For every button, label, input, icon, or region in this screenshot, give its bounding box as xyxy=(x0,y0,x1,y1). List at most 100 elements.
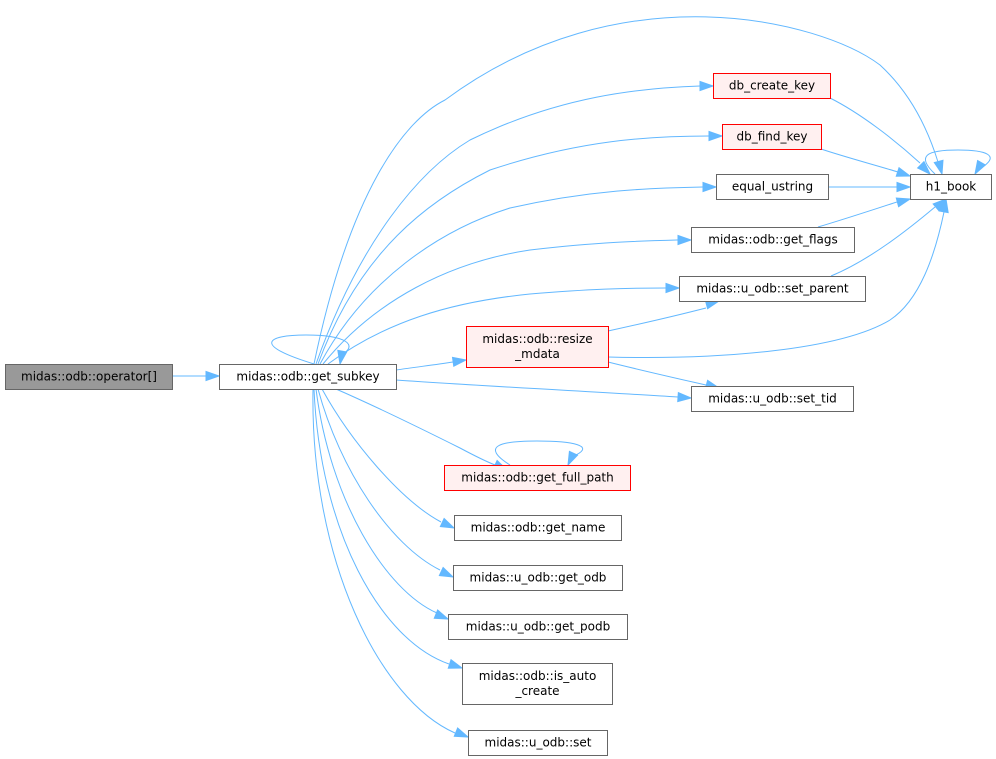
edge-get_full_path-to-get_full_path xyxy=(495,440,584,467)
edge-line xyxy=(395,379,679,398)
node-get-full-path[interactable]: midas::odb::get_full_path xyxy=(444,465,631,491)
edge-line xyxy=(315,388,438,614)
node-set-parent[interactable]: midas::u_odb::set_parent xyxy=(679,276,866,302)
node-set[interactable]: midas::u_odb::set xyxy=(468,730,608,756)
node-get-subkey[interactable]: midas::odb::get_subkey xyxy=(219,364,397,390)
edge-get_subkey-to-get_full_path xyxy=(335,388,509,471)
edge-line xyxy=(317,135,710,365)
node-box xyxy=(454,515,622,541)
arrowhead xyxy=(895,197,912,208)
edge-line xyxy=(495,440,584,466)
arrowhead xyxy=(439,517,456,529)
edge-line xyxy=(271,334,350,365)
arrowhead xyxy=(699,80,715,92)
edge-get_flags-to-h1_book xyxy=(817,197,912,228)
edge-line xyxy=(829,97,921,164)
edge-get_subkey-to-resize_mdata xyxy=(395,356,468,371)
node-box xyxy=(453,565,623,591)
node-label: midas::odb::get_subkey xyxy=(236,370,379,384)
edge-get_subkey-to-get_odb xyxy=(317,388,455,578)
node-label: midas::u_odb::set xyxy=(485,736,592,750)
arrowhead xyxy=(205,370,221,382)
node-box xyxy=(716,174,829,200)
edge-get_subkey-to-set xyxy=(312,388,470,738)
arrowhead xyxy=(896,181,912,193)
arrowhead xyxy=(337,349,348,366)
node-box xyxy=(691,386,854,412)
node-box xyxy=(713,73,831,99)
node-box xyxy=(722,124,822,150)
node-box xyxy=(691,227,855,253)
node-label: _create xyxy=(514,684,559,698)
node-label: h1_book xyxy=(926,180,977,194)
edge-get_subkey-to-set_tid xyxy=(395,379,693,403)
edge-resize_mdata-to-h1_book xyxy=(607,197,949,359)
edge-line xyxy=(335,388,496,466)
edge-line xyxy=(924,149,991,175)
node-label: midas::odb::get_full_path xyxy=(461,471,613,485)
node-box xyxy=(448,614,628,640)
edge-line xyxy=(395,361,454,371)
edge-get_subkey-to-get_flags xyxy=(322,234,693,365)
edge-line xyxy=(315,85,701,365)
node-get-flags[interactable]: midas::odb::get_flags xyxy=(691,227,855,253)
node-operator[interactable]: midas::odb::operator[] xyxy=(5,364,173,390)
edge-db_create_key-to-h1_book xyxy=(829,97,932,176)
node-get-odb[interactable]: midas::u_odb::get_odb xyxy=(453,565,623,591)
edge-line xyxy=(830,206,936,277)
edge-line xyxy=(321,388,442,523)
node-label: midas::u_odb::get_odb xyxy=(470,571,607,585)
edge-get_subkey-to-db_create_key xyxy=(315,80,715,365)
arrowhead xyxy=(938,197,949,214)
arrowhead xyxy=(974,159,987,176)
edge-get_subkey-to-get_subkey xyxy=(271,334,350,366)
edge-get_subkey-to-h1_book xyxy=(313,16,944,365)
arrowhead xyxy=(453,727,470,738)
edge-line xyxy=(322,239,679,365)
node-db-create-key[interactable]: db_create_key xyxy=(713,73,831,99)
edge-h1_book-to-h1_book xyxy=(924,149,991,176)
node-get-podb[interactable]: midas::u_odb::get_podb xyxy=(448,614,628,640)
edge-line xyxy=(312,388,456,734)
node-label: equal_ustring xyxy=(732,180,813,194)
node-label: db_create_key xyxy=(729,79,815,93)
arrowhead xyxy=(708,130,724,142)
node-get-name[interactable]: midas::odb::get_name xyxy=(454,515,622,541)
node-box xyxy=(468,730,608,756)
arrowhead xyxy=(451,356,468,368)
node-label: midas::odb::is_auto xyxy=(479,669,597,683)
node-db-find-key[interactable]: db_find_key xyxy=(722,124,822,150)
edge-get_subkey-to-is_auto_create xyxy=(313,388,464,669)
node-label: db_find_key xyxy=(736,130,807,144)
arrowhead xyxy=(665,282,681,294)
node-label: _mdata xyxy=(514,347,560,361)
node-label: midas::odb::get_name xyxy=(471,521,606,535)
edge-get_subkey-to-get_name xyxy=(321,388,456,529)
edge-line xyxy=(313,16,939,365)
arrowhead xyxy=(677,391,693,403)
node-box xyxy=(219,364,397,390)
edge-get_subkey-to-equal_ustring xyxy=(319,181,718,365)
node-box xyxy=(462,663,613,705)
node-box xyxy=(466,326,609,368)
node-label: midas::u_odb::set_tid xyxy=(708,392,837,406)
node-resize-mdata[interactable]: midas::odb::resize_mdata xyxy=(466,326,609,368)
edge-line xyxy=(817,201,898,228)
node-box xyxy=(679,276,866,302)
node-box xyxy=(5,364,173,390)
edge-line xyxy=(313,388,450,665)
node-is-auto-create[interactable]: midas::odb::is_auto_create xyxy=(462,663,613,705)
node-h1-book[interactable]: h1_book xyxy=(910,174,992,200)
arrowhead xyxy=(933,159,944,176)
edge-line xyxy=(607,211,945,359)
arrowhead xyxy=(702,181,718,193)
arrowhead xyxy=(916,160,932,176)
node-set-tid[interactable]: midas::u_odb::set_tid xyxy=(691,386,854,412)
node-box xyxy=(910,174,992,200)
node-equal-ustring[interactable]: equal_ustring xyxy=(716,174,829,200)
node-label: midas::odb::get_flags xyxy=(708,233,837,247)
node-label: midas::odb::resize xyxy=(482,332,592,346)
edge-db_find_key-to-h1_book xyxy=(820,148,912,177)
edge-line xyxy=(607,307,707,332)
